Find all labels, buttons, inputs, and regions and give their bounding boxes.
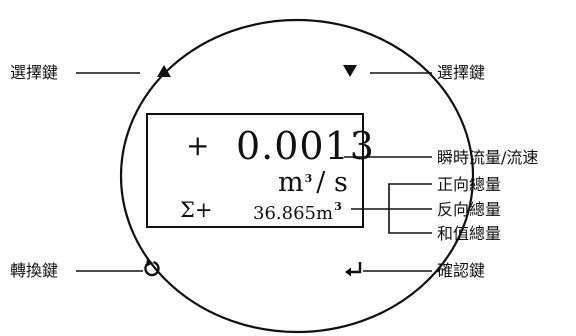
rotate-icon[interactable] (144, 258, 160, 277)
label-confirm: 確認鍵 (437, 261, 486, 280)
total-value: 36.865m (253, 203, 334, 224)
lcd-display-frame (146, 113, 364, 228)
unit-base: m (278, 167, 304, 198)
display-sign: + (186, 129, 210, 162)
label-reverse-total: 反向總量 (437, 200, 502, 219)
up-triangle-icon[interactable] (157, 65, 171, 77)
display-rate-unit: m3/ s (278, 167, 348, 198)
label-net-total: 和值總量 (437, 224, 502, 243)
down-triangle-icon[interactable] (343, 65, 357, 77)
label-forward-total: 正向總量 (437, 175, 502, 194)
unit-tail: / s (316, 167, 348, 198)
meter-face-circle (119, 18, 475, 334)
display-rate-value: 0.0013 (236, 124, 375, 168)
label-select-left: 選擇鍵 (10, 63, 59, 82)
display-total-value: 36.865m3 (253, 200, 342, 224)
enter-return-icon[interactable] (345, 262, 362, 277)
label-switch: 轉換鍵 (10, 261, 59, 280)
label-rate: 瞬時流量/流速 (437, 148, 539, 167)
display-sum-symbol: Σ+ (180, 198, 213, 222)
leader-forward-bracket (388, 183, 432, 209)
label-select-right: 選擇鍵 (437, 63, 486, 82)
leader-net-bracket (388, 209, 432, 234)
unit-exponent: 3 (304, 172, 313, 185)
total-exponent: 3 (334, 200, 342, 213)
